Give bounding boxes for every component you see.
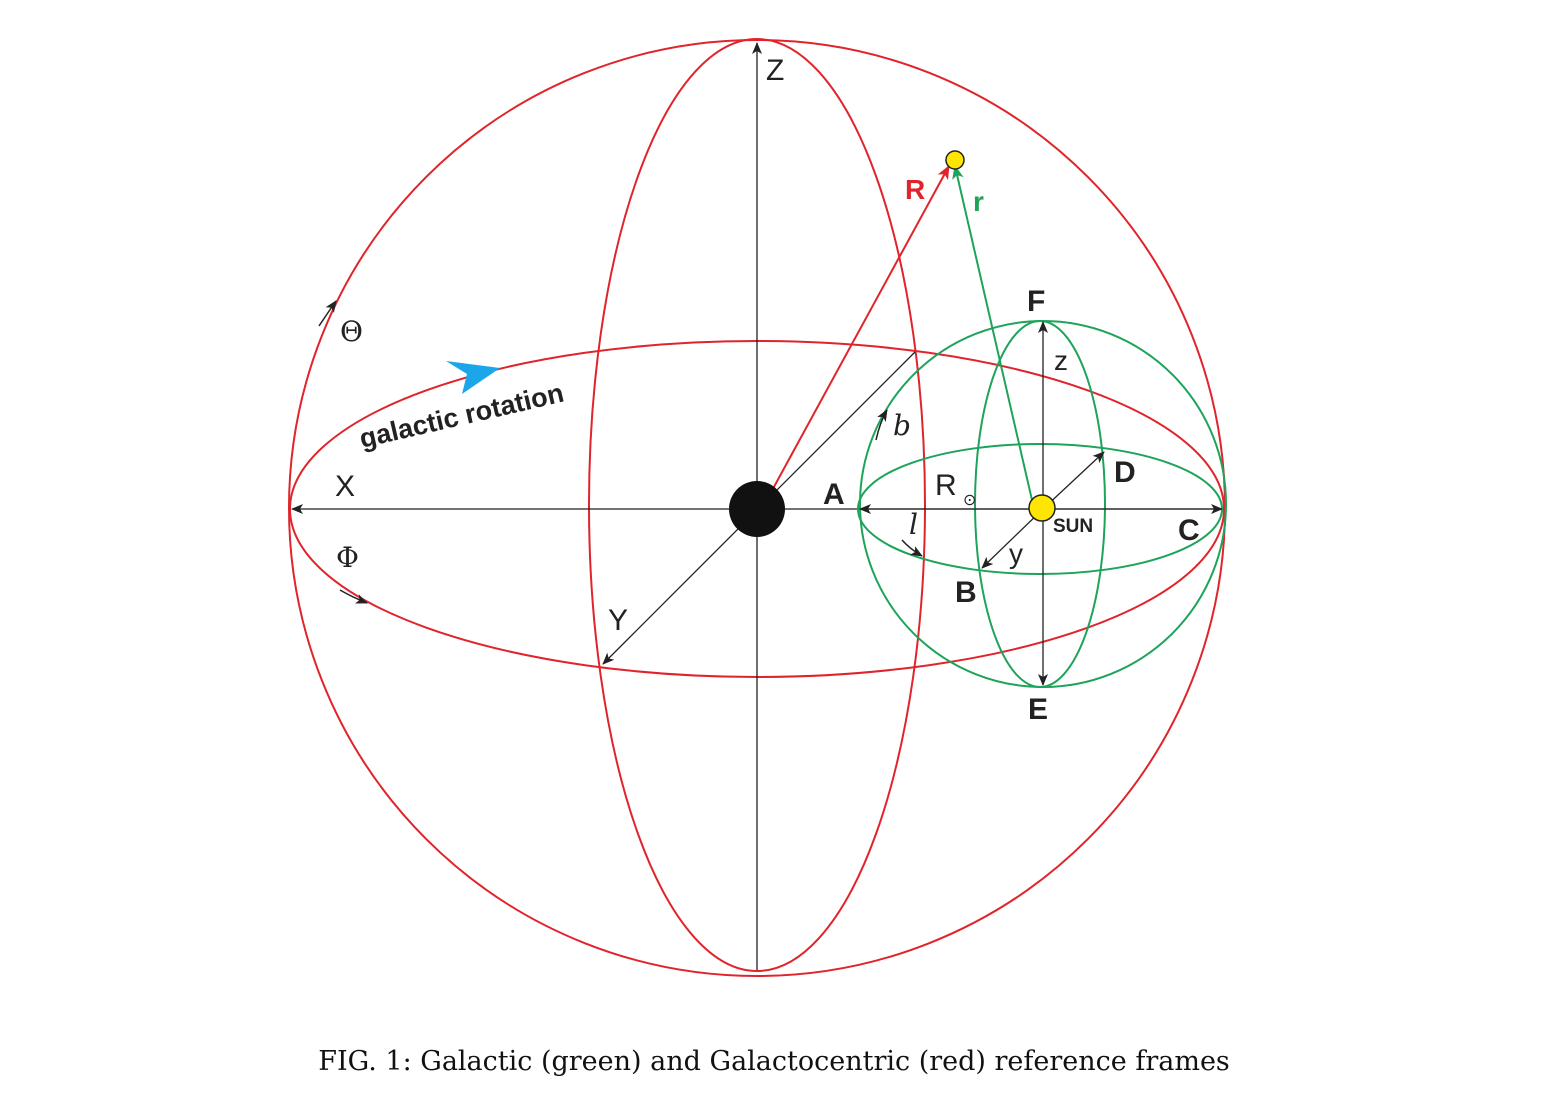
label-phi: Φ: [336, 541, 359, 574]
label-l: l: [909, 508, 918, 541]
galactic-d-axis: [1042, 451, 1105, 510]
label-C: C: [1178, 514, 1200, 547]
galactic-rotation-arrow-icon: [446, 361, 500, 394]
galactic-center: [729, 481, 785, 537]
galactocentric-position-vector: [768, 164, 950, 497]
label-theta: Θ: [340, 315, 363, 348]
b-arrow: [875, 409, 888, 441]
phi-arrow: [339, 589, 368, 604]
galactocentric-meridian: [588, 38, 926, 972]
label-A: A: [823, 478, 845, 511]
reference-frames-diagram: Z X Y Θ Φ galactic rotation R r F z b D …: [288, 38, 1227, 977]
label-SUN: SUN: [1053, 516, 1093, 537]
galactic-y-axis: [981, 508, 1044, 569]
galactic-position-vector: [952, 164, 1033, 501]
label-B: B: [955, 576, 977, 609]
label-D: D: [1114, 456, 1136, 489]
star-marker: [945, 150, 965, 170]
theta-arrow: [318, 300, 337, 327]
label-R-sun-subscript: ⊙: [963, 492, 976, 509]
label-E: E: [1028, 693, 1048, 726]
l-arrow: [901, 539, 923, 557]
label-Z: Z: [766, 54, 784, 87]
label-Y: Y: [608, 604, 628, 637]
label-z: z: [1054, 345, 1068, 376]
figure-caption: FIG. 1: Galactic (green) and Galactocent…: [318, 1046, 1230, 1077]
sun-marker: [1028, 494, 1056, 522]
label-r-vector: r: [973, 186, 984, 217]
label-X: X: [335, 470, 355, 503]
label-R-sun: R: [935, 469, 957, 502]
label-F: F: [1027, 285, 1045, 318]
label-y: y: [1009, 538, 1023, 569]
label-galactic-rotation: galactic rotation: [357, 378, 567, 454]
label-R-vector: R: [905, 174, 925, 205]
label-b: b: [893, 409, 911, 442]
